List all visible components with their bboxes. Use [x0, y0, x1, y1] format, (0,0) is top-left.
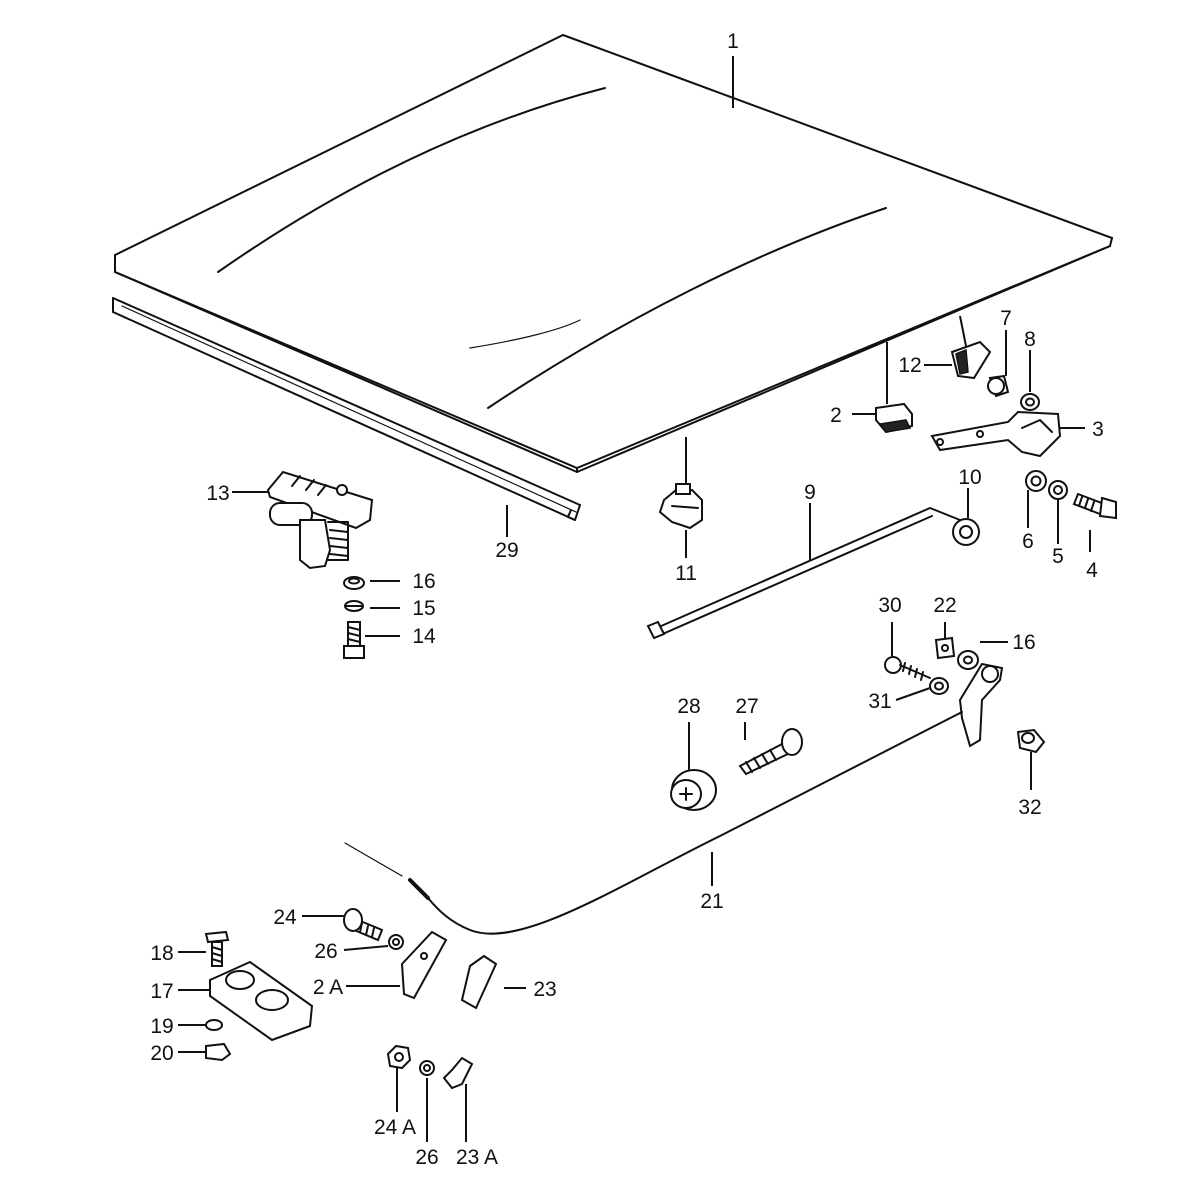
label-3: 3: [1092, 418, 1104, 441]
label-16-bottom: 16: [1012, 631, 1035, 654]
label-26-top: 26: [314, 940, 337, 963]
callout-labels: 1 2 3 4 5 6 7 8 9 10 11 12 13 14 15 16 1…: [150, 30, 1104, 1169]
label-16-top: 16: [412, 570, 435, 593]
label-18: 18: [150, 942, 173, 965]
label-10: 10: [958, 466, 981, 489]
label-19: 19: [150, 1015, 173, 1038]
label-12: 12: [898, 354, 921, 377]
label-27: 27: [735, 695, 758, 718]
label-26-bottom: 26: [415, 1146, 438, 1169]
label-4: 4: [1086, 559, 1098, 582]
buffer-2: [875, 402, 913, 434]
washer-16-bottom: [957, 650, 979, 670]
buffer-12: [950, 340, 992, 380]
label-17: 17: [150, 980, 173, 1003]
seal-strip: [112, 297, 581, 521]
label-22: 22: [933, 594, 956, 617]
label-30: 30: [878, 594, 901, 617]
screw-30: [884, 656, 931, 681]
label-1: 1: [727, 30, 739, 53]
label-23: 23: [533, 978, 556, 1001]
screw-27: [738, 728, 803, 776]
base-plate-17: [209, 960, 314, 1042]
washer-16-top: [343, 576, 365, 590]
nut-24a: [386, 1044, 412, 1070]
grommet-32: [1016, 728, 1046, 754]
bolt-4: [1072, 492, 1117, 520]
star-washer-26-top: [388, 934, 404, 950]
washer-8: [1020, 393, 1040, 411]
clip-23a: [442, 1056, 474, 1090]
nut-20: [205, 1042, 232, 1062]
grommet-10: [952, 518, 980, 546]
bolt-24: [343, 908, 384, 942]
bolt-18: [204, 930, 230, 967]
label-5: 5: [1052, 545, 1064, 568]
spring-washer-15: [344, 600, 364, 612]
spring-washer-5: [1048, 480, 1068, 500]
bracket-2a: [400, 930, 448, 1000]
label-11: 11: [675, 562, 697, 585]
support-rod-9: [646, 507, 961, 640]
label-2a: 2 A: [313, 976, 343, 999]
release-cable-21: [344, 711, 963, 935]
label-7: 7: [1000, 307, 1012, 330]
leader-lines: [178, 56, 1091, 1142]
washer-19: [205, 1019, 223, 1031]
knob-28: [670, 769, 717, 811]
label-21: 21: [700, 890, 723, 913]
clip-nut-22: [934, 636, 956, 660]
screw-7: [987, 374, 1010, 398]
bolt-14: [343, 621, 365, 659]
label-13: 13: [206, 482, 229, 505]
label-6: 6: [1022, 530, 1034, 553]
star-washer-26-bottom: [419, 1060, 435, 1076]
label-23a: 23 A: [456, 1146, 498, 1169]
label-29: 29: [495, 539, 518, 562]
label-28: 28: [677, 695, 700, 718]
clip-11: [658, 483, 703, 530]
hinge-bracket-3: [930, 410, 1062, 458]
label-9: 9: [804, 481, 816, 504]
label-24a: 24 A: [374, 1116, 416, 1139]
label-14: 14: [412, 625, 436, 648]
label-2: 2: [830, 404, 842, 427]
label-8: 8: [1024, 328, 1036, 351]
hood-lid: [114, 33, 1114, 473]
label-15: 15: [412, 597, 435, 620]
label-20: 20: [150, 1042, 173, 1065]
hood-lock: [266, 470, 374, 570]
label-31: 31: [868, 690, 891, 713]
clip-23: [460, 954, 498, 1010]
label-32: 32: [1018, 796, 1041, 819]
release-lever: [958, 662, 1004, 748]
washer-31: [929, 677, 949, 695]
label-24: 24: [273, 906, 297, 929]
washer-6: [1025, 470, 1047, 492]
